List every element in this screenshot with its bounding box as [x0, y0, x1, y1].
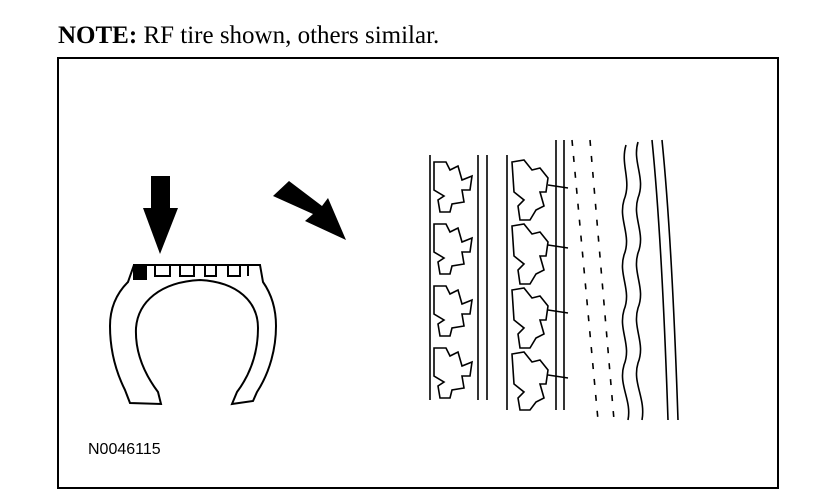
diagonal-arrow-icon — [273, 181, 346, 240]
figure-id: N0046115 — [88, 441, 161, 458]
tread-pattern — [429, 139, 679, 421]
note-body: RF tire shown, others similar. — [143, 22, 440, 49]
illustration-frame — [57, 57, 779, 489]
note-text: NOTE: RF tire shown, others similar. — [58, 22, 439, 50]
tire-cross-section — [108, 264, 278, 406]
note-label: NOTE: — [58, 22, 138, 49]
down-arrow-icon — [143, 176, 178, 254]
